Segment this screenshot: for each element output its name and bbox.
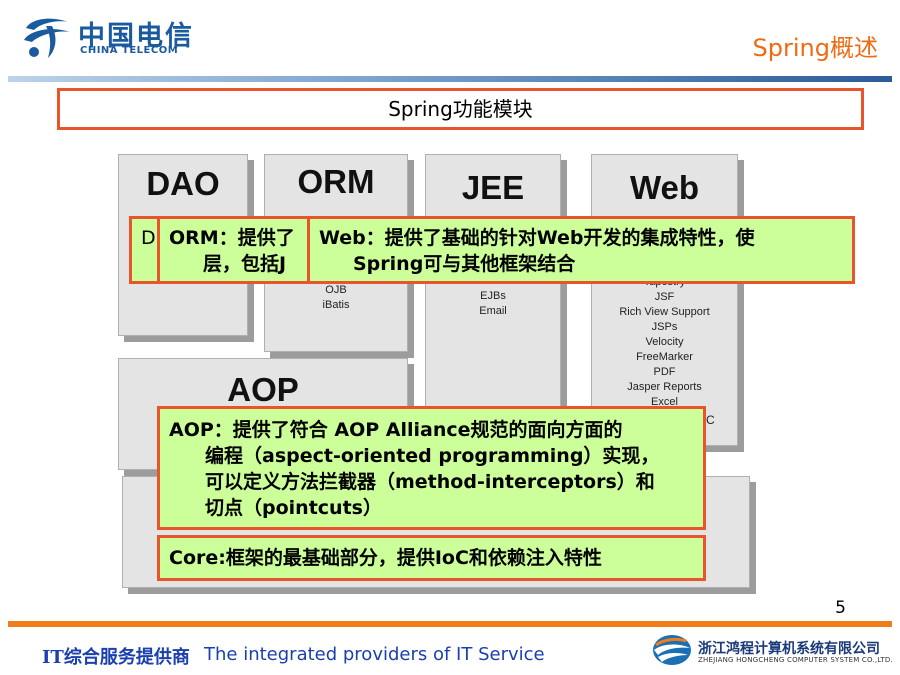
callout-aop-line2: 编程（aspect-oriented programming）实现， <box>205 445 660 467</box>
list-item: Velocity <box>645 336 684 348</box>
callout-orm: ORM：提供了 层，包括J <box>157 216 321 284</box>
module-orm-title: ORM <box>297 163 375 200</box>
list-item: EJBs <box>480 290 506 302</box>
list-item: FreeMarker <box>636 351 693 363</box>
module-jee-title: JEE <box>461 169 525 206</box>
header-divider <box>8 76 892 82</box>
page-number: 5 <box>835 598 846 618</box>
list-item: JSPs <box>651 321 678 333</box>
module-orm-items: OJB iBatis <box>265 283 407 313</box>
page-title: Spring概述 <box>752 34 878 62</box>
module-web-title: Web <box>629 169 700 206</box>
module-jee-items: EJBs Email <box>426 289 560 319</box>
callout-orm-line2: 层，包括J <box>203 253 287 275</box>
logo-english-text: CHINA TELECOM <box>80 45 179 56</box>
callout-dao-text: D <box>141 227 156 249</box>
module-web-trailing: C <box>706 413 715 427</box>
callout-core-text: Core:框架的最基础部分，提供IoC和依赖注入特性 <box>169 547 602 569</box>
company-logo-icon <box>653 635 691 665</box>
callout-orm-line1: ORM：提供了 <box>169 227 295 249</box>
callout-aop-line4: 切点（pointcuts） <box>205 497 382 519</box>
list-item: Excel <box>651 396 678 408</box>
callout-web: Web：提供了基础的针对Web开发的集成特性，使 Spring可与其他框架结合 <box>307 216 855 284</box>
module-web: Web Tapestry JSF Rich View Support JSPs … <box>591 154 738 446</box>
list-item: iBatis <box>322 299 350 311</box>
module-jee: JEE EJBs Email <box>425 154 561 446</box>
callout-aop-line3: 可以定义方法拦截器（method-interceptors）和 <box>205 471 655 493</box>
list-item: Rich View Support <box>619 306 710 318</box>
footer-company-en: ZHEJIANG HONGCHENG COMPUTER SYSTEM CO.,L… <box>698 656 893 664</box>
section-title: Spring功能模块 <box>57 88 864 130</box>
list-item: OJB <box>325 284 347 296</box>
module-aop-title: AOP <box>227 371 299 408</box>
list-item: Email <box>479 305 507 317</box>
china-telecom-logo-icon <box>24 18 70 58</box>
module-web-items: Tapestry JSF Rich View Support JSPs Velo… <box>592 275 737 410</box>
footer-slogan-en: The integrated providers of IT Service <box>204 644 545 665</box>
callout-web-line1: Web：提供了基础的针对Web开发的集成特性，使 <box>319 227 755 249</box>
list-item: Jasper Reports <box>627 381 702 393</box>
callout-aop-line1: AOP：提供了符合 AOP Alliance规范的面向方面的 <box>169 419 623 441</box>
callout-web-line2: Spring可与其他框架结合 <box>353 253 576 275</box>
callout-core: Core:框架的最基础部分，提供IoC和依赖注入特性 <box>157 535 706 581</box>
footer-slogan-cn: IT综合服务提供商 <box>42 647 190 668</box>
footer-company-cn: 浙江鸿程计算机系统有限公司 <box>698 641 880 657</box>
footer-divider <box>8 621 892 627</box>
list-item: JSF <box>654 291 675 303</box>
list-item: PDF <box>653 366 676 378</box>
callout-aop: AOP：提供了符合 AOP Alliance规范的面向方面的 编程（aspect… <box>157 406 706 530</box>
module-dao-title: DAO <box>146 165 220 202</box>
logo-chinese-text: 中国电信 <box>78 21 194 52</box>
